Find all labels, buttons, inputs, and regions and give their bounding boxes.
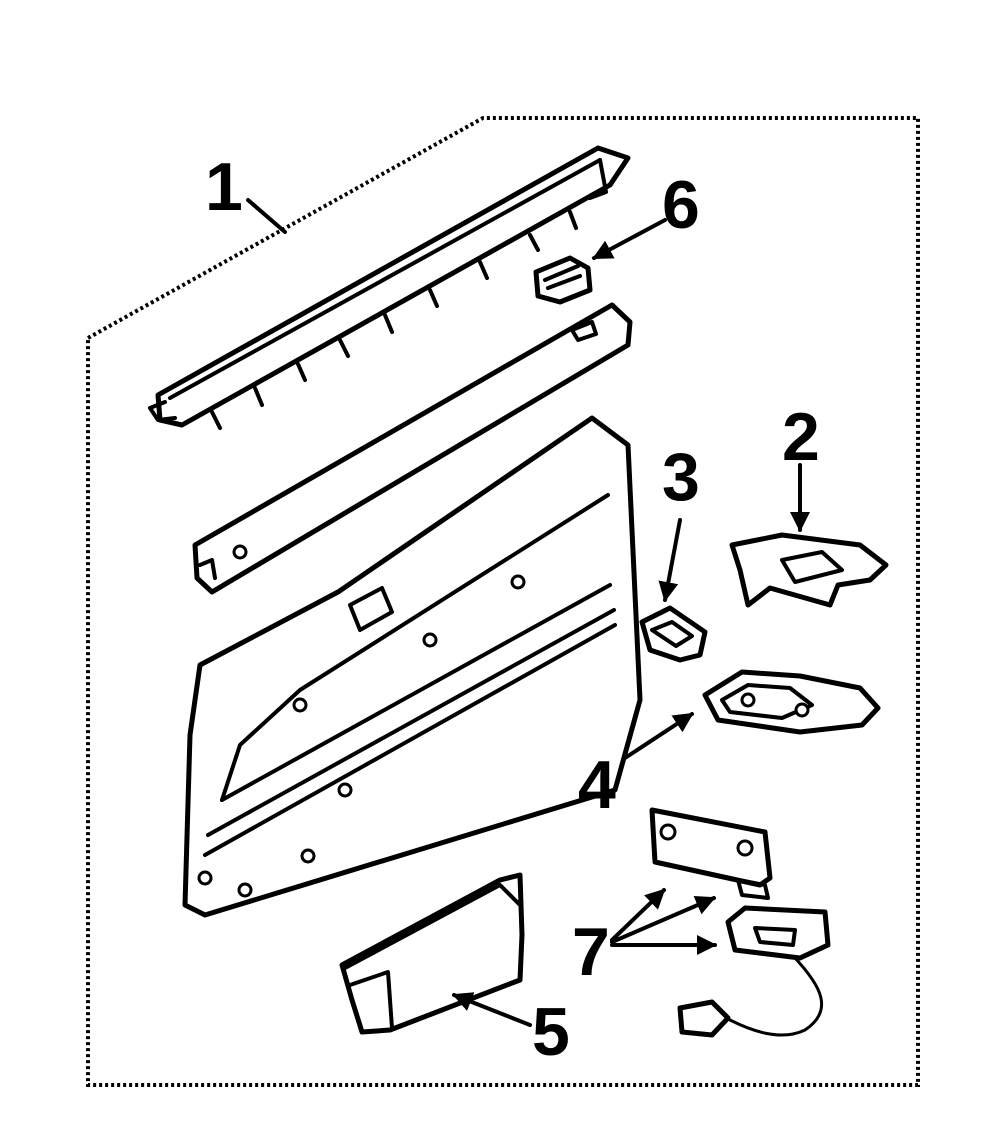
part-7-switch: [677, 905, 831, 1038]
part-5-pull-handle: [339, 872, 525, 1035]
leader-5: [452, 992, 532, 1027]
enclosure-frame: [86, 116, 920, 1087]
callout-6: 6: [662, 167, 700, 243]
callout-5: 5: [532, 994, 570, 1070]
callout-4: 4: [578, 747, 616, 823]
leader-3: [658, 518, 682, 602]
door-trim-panel: [182, 415, 643, 918]
leader-6: [592, 218, 667, 260]
leader-4: [623, 712, 694, 760]
callout-7: 7: [572, 914, 610, 990]
callout-3: 3: [662, 439, 700, 515]
leader-7b: [610, 895, 716, 944]
leader-1: [246, 198, 287, 234]
callout-1: 1: [205, 149, 243, 225]
part-2-handle-housing: [729, 532, 889, 608]
part-6-clip: [533, 255, 593, 305]
leader-7a: [610, 888, 666, 942]
part-7-bracket: [649, 807, 773, 900]
callout-2: 2: [782, 399, 820, 475]
part-1-upper-garnish: [148, 145, 631, 430]
part-4-door-handle: [702, 669, 881, 735]
armrest-strip: [192, 302, 633, 595]
part-3-bezel: [639, 605, 708, 663]
